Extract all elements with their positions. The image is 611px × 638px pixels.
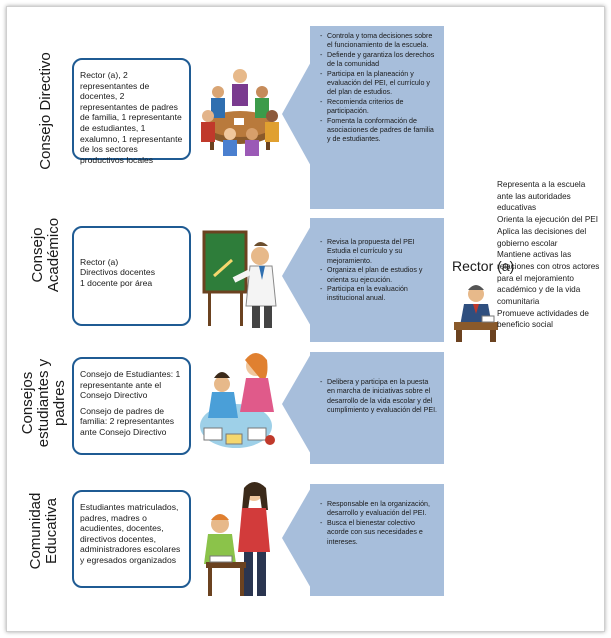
- rector-duty: Orienta la ejecución del PEI: [497, 215, 599, 225]
- members-box-consejo-academico: Rector (a) Directivos docentes 1 docente…: [72, 226, 191, 326]
- rector-duty: Aplica las decisiones del gobierno escol…: [497, 226, 587, 248]
- function-item: Defiende y garantiza los derechos de la …: [320, 51, 437, 70]
- section-title-consejo-academico: Consejo Académico: [29, 217, 62, 293]
- functions-panel-comunidad-educativa: Responsable en la organización, desarrol…: [310, 484, 444, 596]
- community-clipart-icon: [204, 482, 270, 596]
- function-item: Revisa la propuesta del PEI Estudia el c…: [320, 238, 437, 266]
- members-text: Rector (a), 2 representantes de docentes…: [80, 70, 183, 165]
- function-item: Busca el bienestar colectivo acorde con …: [320, 519, 437, 547]
- members-box-comunidad-educativa: Estudiantes matriculados, padres, madres…: [72, 490, 191, 588]
- function-item: Participa en la planeación y evaluación …: [320, 70, 437, 98]
- function-item: Participa en la evaluación institucional…: [320, 285, 437, 304]
- students-parents-clipart-icon: [200, 353, 275, 448]
- callout-arrow: [282, 486, 312, 590]
- meeting-clipart-icon: [201, 69, 279, 156]
- teacher-board-clipart-icon: [202, 230, 277, 328]
- callout-arrow: [282, 224, 312, 328]
- section-title-consejos-estudiantes-padres: Consejos estudiantes y padres: [19, 358, 68, 448]
- function-item: Delibera y participa en la puesta en mar…: [320, 378, 437, 416]
- rector-label: Rector (a): [452, 258, 515, 274]
- functions-panel-consejo-directivo: Controla y toma decisiones sobre el func…: [310, 26, 444, 209]
- function-item: Fomenta la conformación de asociaciones …: [320, 117, 437, 145]
- members-text: Estudiantes matriculados, padres, madres…: [80, 502, 181, 565]
- function-item: Recomienda criterios de participación.: [320, 98, 437, 117]
- section-title-consejo-directivo: Consejo Directivo: [37, 52, 54, 170]
- function-item: Controla y toma decisiones sobre el func…: [320, 32, 437, 51]
- functions-panel-consejos-estudiantes-padres: Delibera y participa en la puesta en mar…: [310, 352, 444, 464]
- rector-duty: Mantiene activas las relaciones con otro…: [497, 250, 600, 307]
- functions-panel-consejo-academico: Revisa la propuesta del PEI Estudia el c…: [310, 218, 444, 342]
- members-text: Rector (a) Directivos docentes 1 docente…: [80, 256, 155, 288]
- function-item: Organiza el plan de estudios y orienta s…: [320, 266, 437, 285]
- function-item: Responsable en la organización, desarrol…: [320, 500, 437, 519]
- members-text: Consejo de Estudiantes: 1 representante …: [80, 369, 181, 401]
- members-text: Consejo de padres de familia: 2 represen…: [80, 405, 175, 437]
- section-title-comunidad-educativa: Comunidad Educativa: [27, 492, 60, 570]
- members-box-consejo-directivo: Rector (a), 2 representantes de docentes…: [72, 58, 191, 165]
- callout-arrow: [282, 352, 312, 456]
- callout-arrow: [282, 60, 312, 168]
- rector-desk-clipart-icon: [454, 285, 498, 342]
- rector-duties: Representa a la escuela ante las autorid…: [497, 179, 603, 331]
- members-box-consejos-estudiantes-padres: Consejo de Estudiantes: 1 representante …: [72, 357, 191, 455]
- rector-duty: Representa a la escuela ante las autorid…: [497, 180, 586, 213]
- rector-duty: Promueve actividades de beneficio social: [497, 308, 589, 330]
